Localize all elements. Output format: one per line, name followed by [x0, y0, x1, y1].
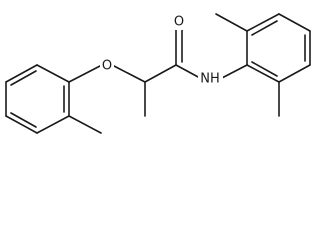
- bond: [278, 13, 311, 32]
- alpha-carbonyl-bond: [144, 64, 177, 83]
- bond: [278, 64, 311, 83]
- molecule-structure: O O NH: [5, 13, 311, 134]
- ring-oxygen-bond: [68, 65, 101, 83]
- oxygen-carbonyl-atom: O: [172, 14, 186, 30]
- amide-bond: [175, 64, 201, 79]
- bond: [251, 61, 278, 77]
- bond: [10, 112, 37, 128]
- oxygen-ch-bond: [113, 65, 146, 83]
- bond: [246, 64, 280, 83]
- methyl-bond: [215, 13, 248, 32]
- oxygen-carbonyl-label: O: [174, 15, 184, 30]
- methyl-bond: [68, 115, 102, 134]
- tolyl-ring: [5, 64, 70, 134]
- oxygen-ether-atom: O: [100, 58, 114, 74]
- dimethylphenyl-ring: [246, 13, 311, 83]
- oxygen-ether-label: O: [102, 59, 112, 74]
- bond: [251, 20, 278, 36]
- bond: [36, 64, 70, 83]
- nitrogen-ring-bond: [219, 64, 248, 80]
- bond: [246, 13, 280, 32]
- nitrogen-amide-atom: NH: [198, 71, 223, 87]
- nitrogen-amide-label: NH: [200, 72, 220, 87]
- bond: [5, 64, 38, 83]
- bond: [5, 115, 38, 134]
- bond: [36, 115, 70, 134]
- bond: [10, 70, 37, 86]
